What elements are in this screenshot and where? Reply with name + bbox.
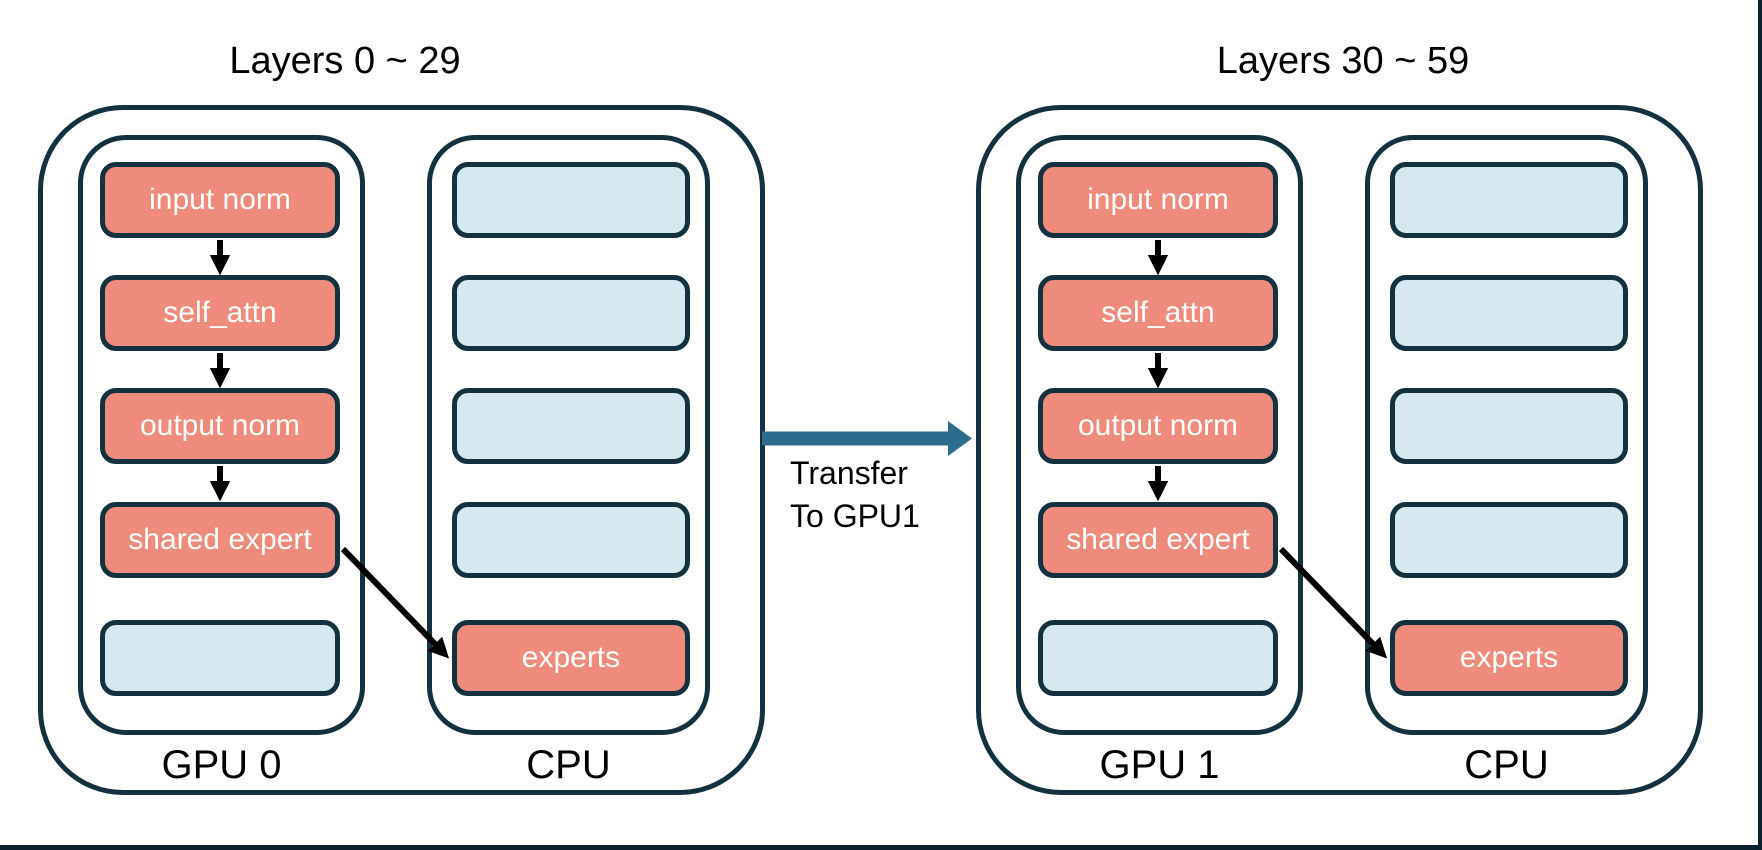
cpu-label: CPU <box>526 743 611 787</box>
empty-slot <box>452 275 690 351</box>
bottom-edge-line <box>0 845 1762 850</box>
gpu-label: GPU 0 <box>161 743 282 787</box>
empty-slot <box>452 162 690 238</box>
cpu-label: CPU <box>1464 743 1549 787</box>
empty-slot <box>452 502 690 578</box>
empty-slot <box>1038 620 1278 696</box>
transfer-label: Transfer To GPU1 <box>790 452 920 538</box>
empty-slot <box>452 388 690 464</box>
empty-slot <box>1390 388 1628 464</box>
empty-slot <box>1390 502 1628 578</box>
gpu-column: input norm self_attn output norm shared … <box>1016 135 1303 735</box>
layer-group-container: input norm self_attn output norm shared … <box>38 105 765 795</box>
experts-box: experts <box>452 620 690 696</box>
empty-slot <box>1390 162 1628 238</box>
gpu-label: GPU 1 <box>1099 743 1220 787</box>
group-title: Layers 0 ~ 29 <box>229 40 461 82</box>
empty-slot <box>1390 275 1628 351</box>
right-edge-line <box>1758 0 1762 850</box>
shared-expert-box: shared expert <box>1038 502 1278 578</box>
cpu-column: experts <box>1365 135 1648 735</box>
cpu-column: experts <box>427 135 710 735</box>
empty-slot <box>100 620 340 696</box>
transfer-label-line2: To GPU1 <box>790 498 920 534</box>
input-norm-box: input norm <box>100 162 340 238</box>
output-norm-box: output norm <box>1038 388 1278 464</box>
transfer-label-line1: Transfer <box>790 455 908 491</box>
transfer-arrow-icon <box>762 421 972 456</box>
gpu-column: input norm self_attn output norm shared … <box>78 135 365 735</box>
self-attn-box: self_attn <box>1038 275 1278 351</box>
output-norm-box: output norm <box>100 388 340 464</box>
group-title: Layers 30 ~ 59 <box>1216 40 1470 82</box>
input-norm-box: input norm <box>1038 162 1278 238</box>
shared-expert-box: shared expert <box>100 502 340 578</box>
layer-group-container: input norm self_attn output norm shared … <box>976 105 1703 795</box>
self-attn-box: self_attn <box>100 275 340 351</box>
experts-box: experts <box>1390 620 1628 696</box>
